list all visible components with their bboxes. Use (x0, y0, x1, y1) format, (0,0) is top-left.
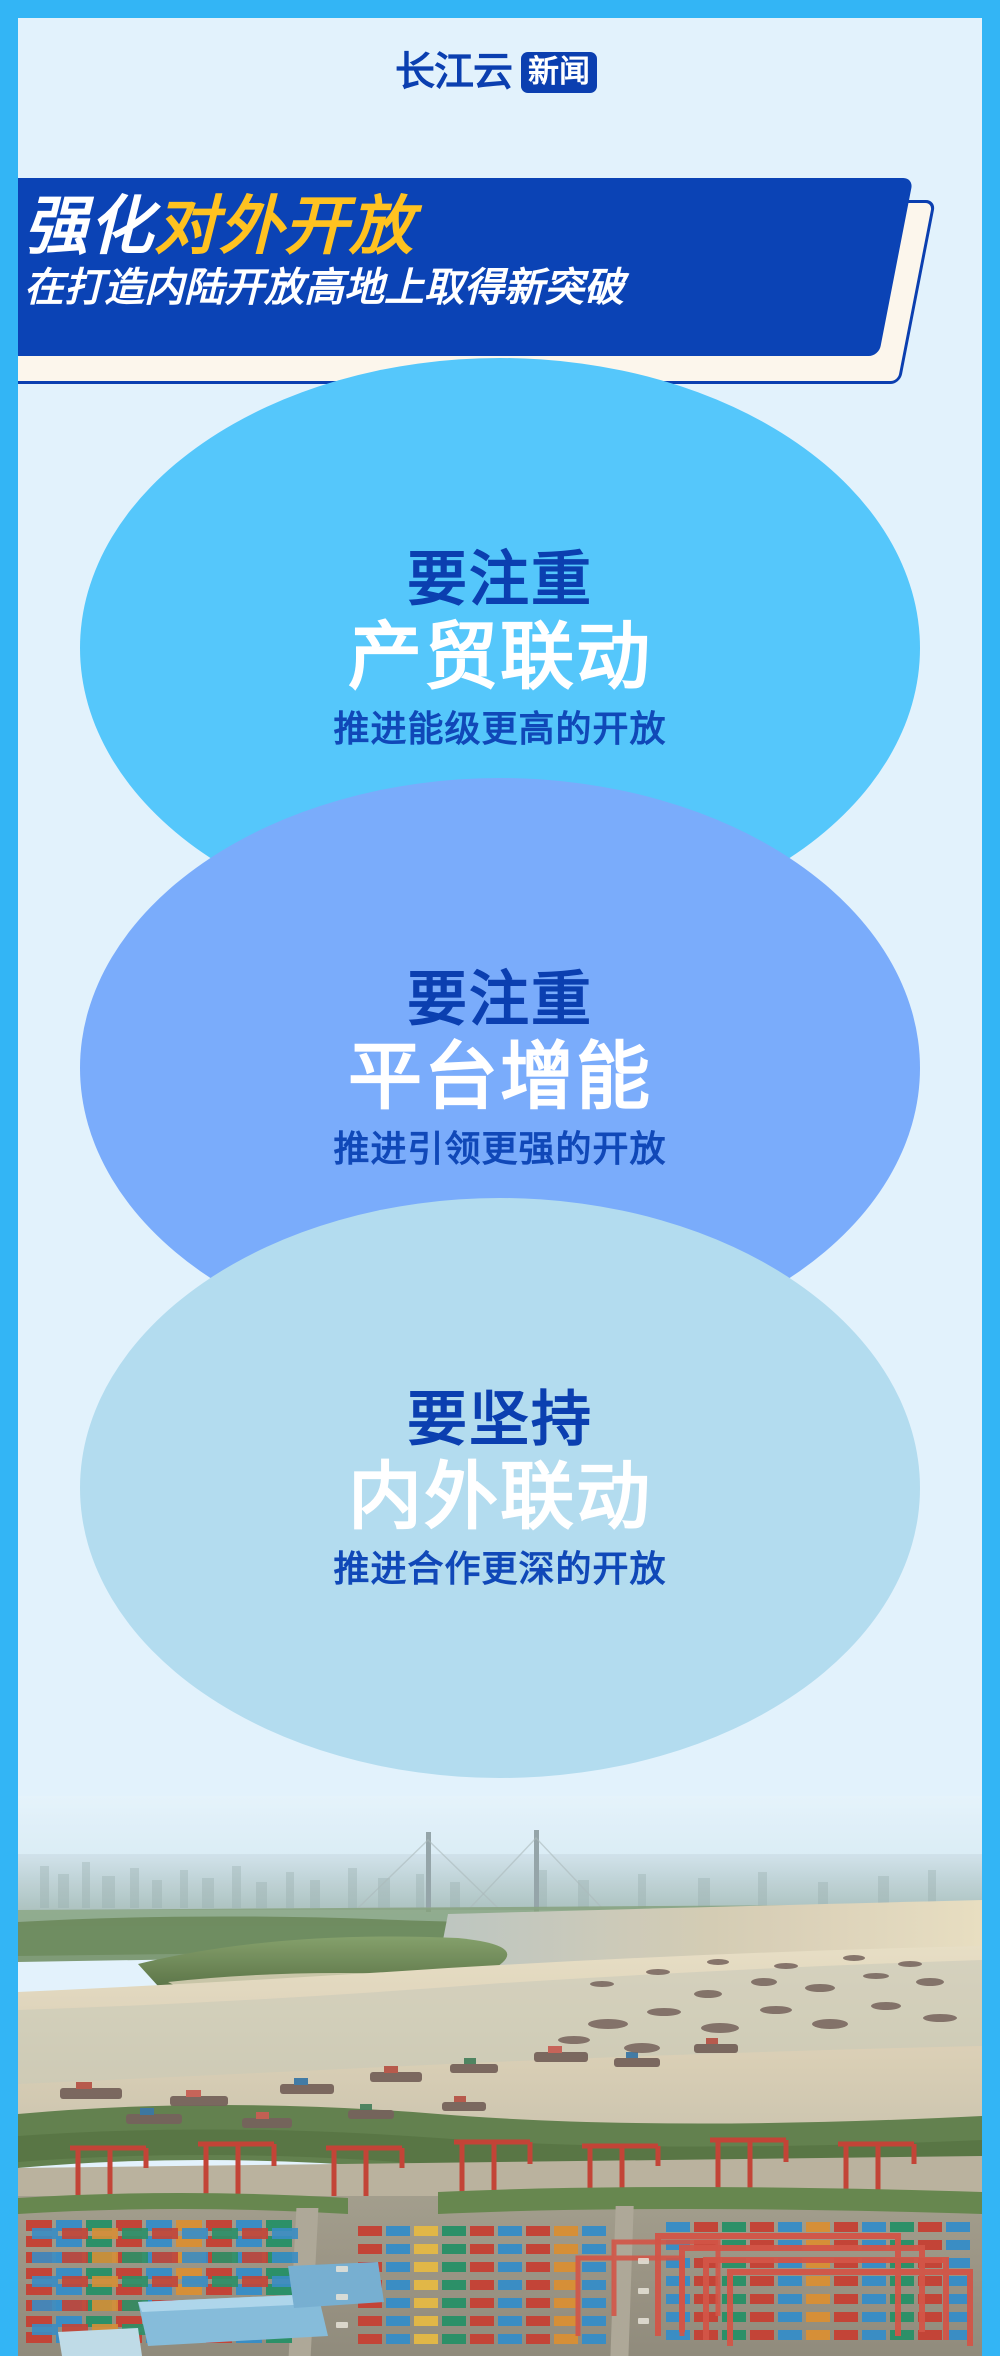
banner-plate: 强化对外开放 在打造内陆开放高地上取得新突破 (18, 178, 914, 356)
banner-content: 强化对外开放 在打造内陆开放高地上取得新突破 (18, 178, 896, 356)
key-points-group: 要注重 产贸联动 推进能级更高的开放 要注重 平台增能 推进引领更强的开放 要坚… (18, 358, 982, 1838)
brand-header: 长江云 新闻 (18, 18, 982, 126)
bubble-2-sub: 推进引领更强的开放 (333, 1127, 667, 1169)
port-aerial-illustration (18, 1796, 982, 2356)
poster-inner-panel: 长江云 新闻 强化对外开放 在打造内陆开放高地上取得新突破 要注重 产贸联动 (18, 18, 982, 2356)
brand-tag-badge: 新闻 (521, 51, 597, 93)
headline-white-part: 强化 (23, 190, 154, 262)
bubble-2-main: 平台增能 (348, 1034, 652, 1118)
bubble-3-lead: 要坚持 (407, 1385, 593, 1453)
bubble-1-main: 产贸联动 (348, 614, 652, 698)
banner-subheadline: 在打造内陆开放高地上取得新突破 (23, 266, 624, 311)
bubble-1-lead: 要注重 (407, 545, 593, 613)
bubble-1-sub: 推进能级更高的开放 (333, 707, 667, 749)
bubble-3-sub: 推进合作更深的开放 (333, 1547, 667, 1589)
bubble-2-lead: 要注重 (407, 965, 593, 1033)
port-aerial-photo (18, 1796, 982, 2356)
headline-gold-part: 对外开放 (154, 190, 414, 262)
key-point-bubble-3: 要坚持 内外联动 推进合作更深的开放 (80, 1198, 920, 1778)
bubble-3-main: 内外联动 (348, 1454, 652, 1538)
banner-headline: 强化对外开放 (24, 190, 896, 262)
title-banner: 强化对外开放 在打造内陆开放高地上取得新突破 (18, 178, 982, 384)
brand-logo[interactable]: 长江云 新闻 (395, 50, 597, 94)
brand-name: 长江云 (395, 50, 513, 94)
